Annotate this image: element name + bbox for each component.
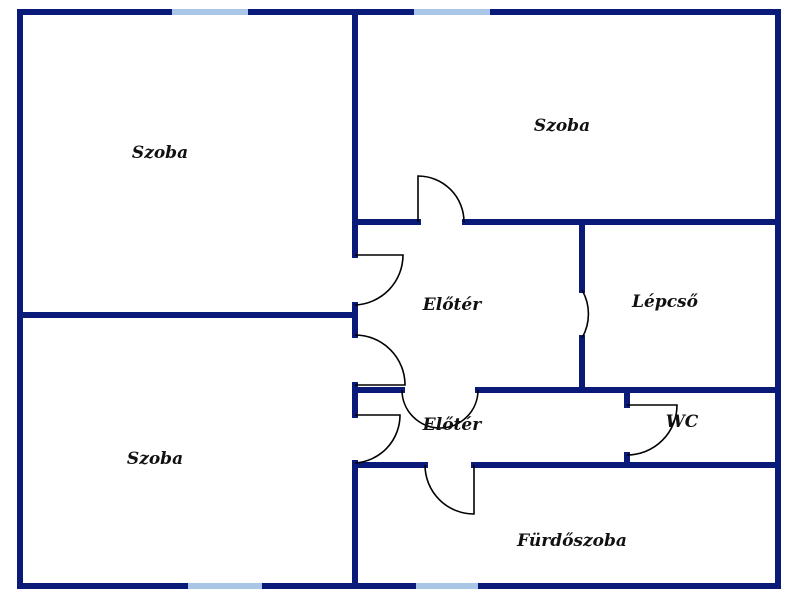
room-label-bottom-left: Szoba [126,449,184,469]
doors [354,175,678,515]
door-hall-lower-left [354,414,401,464]
room-label-top-left: Szoba [131,143,189,163]
room-label-wc: WC [665,412,699,432]
door-room-bottom-left [354,334,406,386]
room-label-top-right: Szoba [533,116,591,136]
room-label-stairs: Lépcső [632,292,698,312]
door-room-top-left [354,254,404,306]
room-label-hall-upper: Előtér [422,295,482,315]
room-label-hall-lower: Előtér [422,415,482,435]
walls [17,9,781,589]
windows [172,9,490,589]
door-stairs [581,289,590,339]
door-bathroom [424,464,475,515]
door-wc [626,404,678,456]
door-hall [401,389,479,429]
room-label-bathroom: Fürdőszoba [517,531,627,551]
door-room-top-right [417,175,465,223]
